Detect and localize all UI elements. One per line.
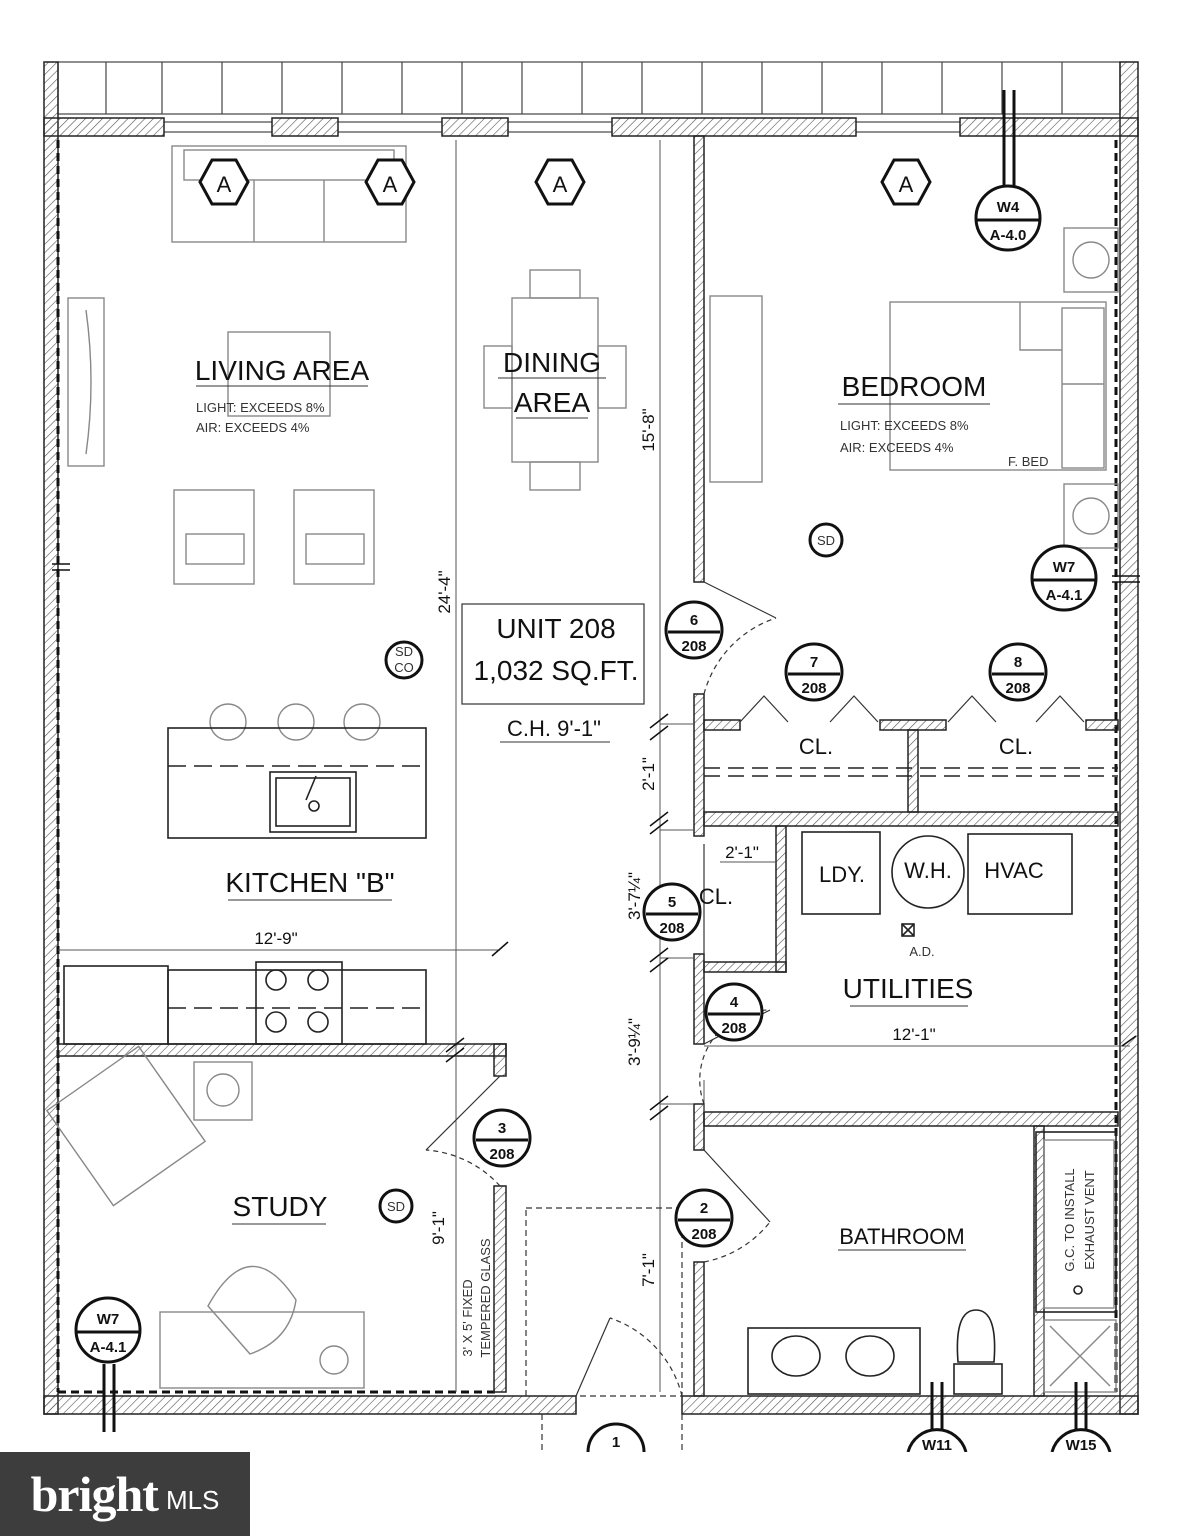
wall-section-tags (74, 90, 1112, 1452)
dim-12-9: 12'-9" (254, 929, 297, 948)
area-drain-label: A.D. (909, 944, 934, 959)
ceiling-height: C.H. 9'-1" (507, 716, 601, 741)
logo-suffix: MLS (165, 1484, 220, 1515)
dim-12-1: 12'-1" (892, 1025, 935, 1044)
w7-tag-top: W7 (1053, 559, 1076, 576)
door-tag-number: 8 (1014, 654, 1022, 671)
room-kitchen: KITCHEN "B" (225, 867, 394, 898)
dim-3-9: 3'-9¼" (625, 1018, 644, 1066)
dim-7-1: 7'-1" (639, 1253, 658, 1287)
dim-2-1: 2'-1" (639, 757, 658, 791)
unit-name: UNIT 208 (496, 613, 615, 644)
door-tag-ref: 208 (801, 680, 826, 697)
closet-rods (704, 767, 1118, 777)
door-tag-ref: 208 (659, 920, 684, 937)
unit-area: 1,032 SQ.FT. (474, 655, 639, 686)
glass-note: TEMPERED GLASS (478, 1238, 493, 1358)
hex-a-label: A (899, 172, 914, 197)
w4-tag-top: W4 (997, 199, 1020, 216)
room-bathroom: BATHROOM (839, 1224, 964, 1249)
door-tag-number: 2 (700, 1200, 708, 1217)
door-tag-ref: 208 (721, 1020, 746, 1037)
living-air-note: AIR: EXCEEDS 4% (196, 420, 310, 435)
closet-label: CL. (699, 884, 733, 909)
door-tag-number: 4 (730, 994, 739, 1011)
bathroom-fixtures (747, 1131, 1117, 1395)
hvac-label: HVAC (984, 858, 1044, 883)
living-light-note: LIGHT: EXCEEDS 8% (196, 400, 325, 415)
furniture (45, 145, 1119, 1393)
laundry-label: LDY. (819, 862, 865, 887)
unit-boundary (56, 140, 1118, 1394)
door-tag-number: 5 (668, 894, 676, 911)
w4-tag-bottom: A-4.0 (990, 227, 1027, 244)
w15-tag: W15 (1066, 1437, 1097, 1452)
unit-box (461, 603, 645, 705)
dim-24-4: 24'-4" (435, 570, 454, 613)
co-detector-label: CO (394, 660, 414, 675)
room-dining-area: AREA (514, 387, 591, 418)
glass-note: 3' X 5' FIXED (460, 1279, 475, 1356)
door-tag-number: 3 (498, 1120, 506, 1137)
hex-a-label: A (383, 172, 398, 197)
hex-a-label: A (217, 172, 232, 197)
room-utilities: UTILITIES (843, 973, 974, 1004)
room-dining-area: DINING (503, 347, 601, 378)
door-tags (472, 600, 1048, 1452)
room-bedroom: BEDROOM (842, 371, 987, 402)
smoke-detector-label: SD (387, 1199, 405, 1214)
bedroom-air-note: AIR: EXCEEDS 4% (840, 440, 954, 455)
floor-plan: A A A A 6 208 7 208 8 208 5 208 4 208 3 … (43, 61, 1140, 1452)
folding-bed-label: F. BED (1008, 454, 1048, 469)
w7-tag-bottom: A-4.1 (90, 1339, 127, 1356)
w11-tag: W11 (922, 1437, 952, 1452)
dim-15-8: 15'-8" (639, 408, 658, 451)
vent-note: EXHAUST VENT (1082, 1170, 1097, 1270)
w7-tag-top: W7 (97, 1311, 120, 1328)
door-swings (425, 581, 1085, 1452)
bright-mls-logo: bright MLS (0, 1452, 250, 1536)
smoke-detector-label: SD (817, 533, 835, 548)
water-heater-label: W.H. (904, 858, 952, 883)
vent-note: G.C. TO INSTALL (1062, 1168, 1077, 1271)
smoke-detector-label: SD (395, 644, 413, 659)
door-tag-ref: 208 (681, 638, 706, 655)
door-tag-number: 6 (690, 612, 698, 629)
hex-a-label: A (553, 172, 568, 197)
utility-units (801, 831, 1073, 937)
windows (164, 121, 960, 133)
dimension-ticks (52, 563, 1140, 1121)
door-tag-number: 7 (810, 654, 818, 671)
hex-a-tag (198, 158, 932, 206)
room-study: STUDY (233, 1191, 328, 1222)
dim-9-1: 9'-1" (429, 1211, 448, 1245)
dim-2-1: 2'-1" (725, 843, 759, 862)
dimension-lines (58, 140, 1130, 1392)
kitchen-cabinets (63, 727, 427, 1045)
dim-3-7: 3'-7¼" (625, 872, 644, 920)
w7-tag-bottom: A-4.1 (1046, 587, 1083, 604)
door-tag-ref: 208 (1005, 680, 1030, 697)
closet-label: CL. (799, 734, 833, 759)
balcony (57, 61, 1121, 115)
exterior-walls (43, 61, 1139, 1415)
smoke-detectors (378, 522, 844, 1224)
room-living-area: LIVING AREA (195, 355, 370, 386)
door-tag-ref: 208 (691, 1226, 716, 1243)
door-tag-number: 1 (612, 1434, 620, 1451)
logo-brand: bright (30, 1466, 159, 1522)
closet-label: CL. (999, 734, 1033, 759)
interior-walls (57, 135, 1119, 1397)
bedroom-light-note: LIGHT: EXCEEDS 8% (840, 418, 969, 433)
door-tag-ref: 208 (489, 1146, 514, 1163)
